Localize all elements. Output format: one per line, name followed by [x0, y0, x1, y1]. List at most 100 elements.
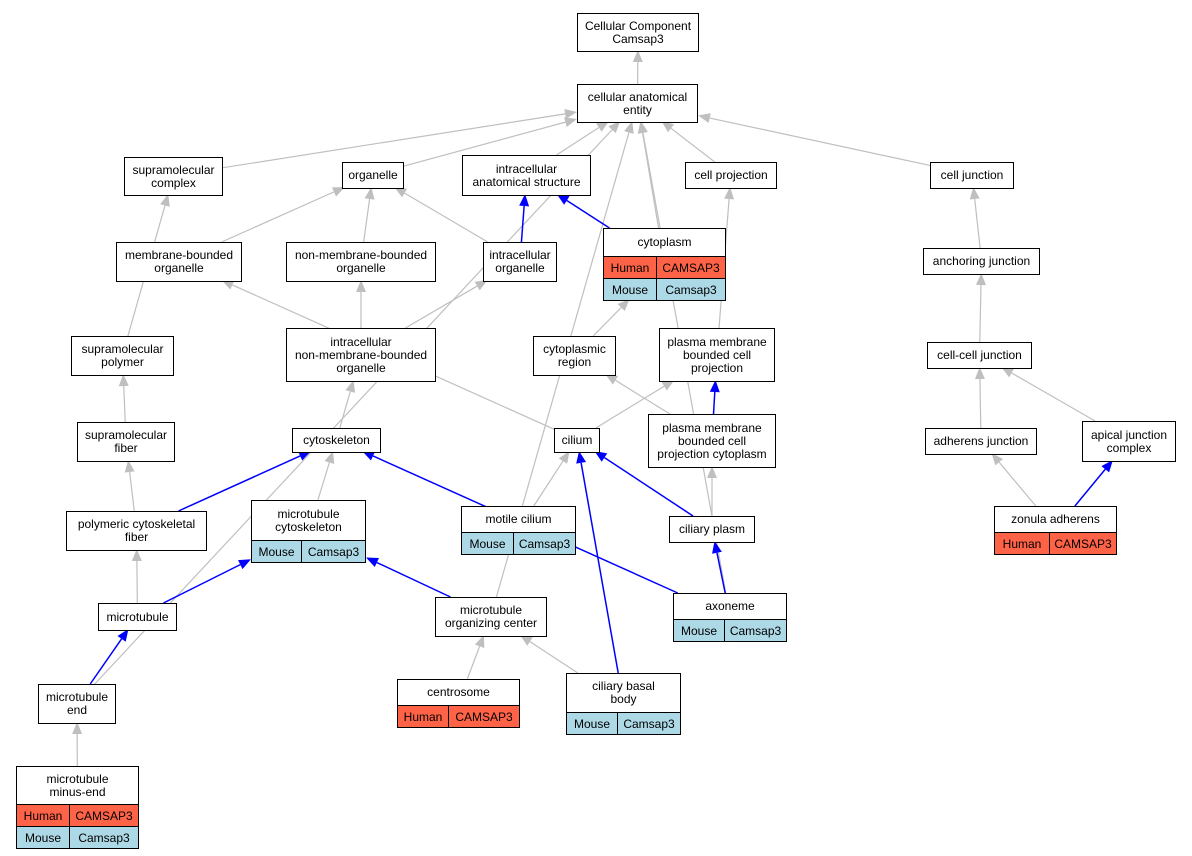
mouse-species-label: Mouse — [462, 533, 514, 554]
arrowhead-icon — [564, 117, 577, 127]
node-label: axoneme — [705, 599, 755, 613]
edge-organelle-to-cae — [403, 121, 566, 167]
mouse-gene-symbol: Camsap3 — [665, 282, 717, 297]
node-cc-junction: cell-cell junction — [927, 342, 1032, 369]
node-label: ciliary basal body — [592, 679, 655, 706]
edge-apical-to-cc_junction — [1011, 372, 1096, 422]
node-label: plasma membrane bounded cell projection … — [657, 420, 767, 461]
arrowhead-icon — [991, 453, 1004, 466]
edge-mt_cyto-to-cytoskeleton — [317, 462, 331, 501]
node-label: intracellular anatomical structure — [472, 161, 581, 189]
arrowhead-icon — [131, 549, 142, 562]
node-label: apical junction complex — [1090, 427, 1168, 455]
arrowhead-icon — [324, 451, 335, 464]
arrowhead-icon — [364, 187, 375, 200]
mouse-species-label: Mouse — [252, 541, 302, 562]
arrowhead-icon — [707, 466, 717, 478]
node-supra-complex: supramolecular complex — [124, 157, 223, 196]
arrowhead-icon — [298, 451, 312, 461]
arrowhead-icon — [1101, 460, 1113, 473]
node-apical: apical junction complex — [1082, 421, 1176, 462]
node-label: supramolecular polymer — [81, 342, 164, 369]
arrowhead-icon — [698, 113, 711, 123]
arrowhead-icon — [576, 451, 587, 464]
node-label: zonula adherens — [1011, 512, 1100, 526]
node-label: supramolecular complex — [132, 162, 215, 190]
node-mt-end: microtubule end — [38, 684, 116, 724]
edge-mt_end-to-microtubule — [89, 638, 123, 685]
node-cytoskeleton: cytoskeleton — [292, 428, 381, 453]
arrowhead-icon — [331, 187, 345, 197]
edge-mbo-to-organelle — [221, 191, 335, 243]
arrowhead-icon — [394, 187, 408, 198]
human-gene-row: Human CAMSAP3 — [995, 532, 1116, 554]
arrowhead-icon — [724, 187, 735, 200]
mouse-species-label: Mouse — [567, 713, 618, 734]
human-gene-symbol: CAMSAP3 — [1054, 536, 1112, 551]
arrowhead-icon — [474, 635, 485, 648]
node-cc-camsap3: Cellular Component Camsap3 — [577, 13, 699, 52]
node-label: cytoskeleton — [303, 433, 370, 447]
arrowhead-icon — [362, 451, 376, 461]
mouse-gene-symbol: Camsap3 — [518, 536, 571, 551]
arrowhead-icon — [1001, 367, 1015, 378]
edge-cytoskeleton-to-ic_nmbo — [339, 391, 351, 429]
edge-nmbo-to-organelle — [363, 198, 371, 243]
edge-microtubule-to-mt_cyto — [163, 563, 241, 604]
edge-cell_junction-to-cae — [709, 117, 931, 167]
arrowhead-icon — [564, 108, 577, 119]
arrowhead-icon — [474, 280, 488, 291]
arrowhead-icon — [638, 121, 648, 134]
edge-pmbcpc-to-pmbcp — [712, 391, 716, 415]
edge-mtoc-to-mt_cyto — [376, 561, 451, 598]
edge-anch_junction-to-cell_junction — [974, 198, 981, 249]
node-label: microtubule end — [45, 690, 109, 717]
node-ias: intracellular anatomical structure — [462, 155, 591, 196]
node-label: microtubule minus-end — [46, 771, 109, 799]
edge-ias-to-cae — [556, 127, 600, 156]
mouse-gene-symbol: Camsap3 — [623, 716, 675, 731]
node-label: intracellular non-membrane-bounded organ… — [294, 334, 428, 375]
mouse-gene-symbol: Camsap3 — [729, 623, 782, 638]
node-ic-org: intracellular organelle — [483, 242, 557, 282]
arrowhead-icon — [345, 380, 356, 393]
node-label: anchoring junction — [932, 254, 1031, 268]
arrowhead-icon — [519, 635, 533, 646]
node-label: cytoplasm — [637, 235, 692, 249]
node-adherens: adherens junction — [925, 428, 1037, 455]
edge-mt_end-to-cae — [94, 129, 613, 685]
human-species-label: Human — [995, 533, 1050, 554]
human-gene-symbol: CAMSAP3 — [455, 709, 513, 724]
arrowhead-icon — [596, 121, 609, 132]
node-cell-junction: cell junction — [930, 162, 1014, 189]
arrowhead-icon — [366, 557, 379, 568]
mouse-gene-row: Mouse Camsap3 — [567, 712, 680, 734]
node-label: membrane-bounded organelle — [124, 248, 234, 275]
edge-motile-to-cilium — [533, 460, 564, 507]
node-organelle: organelle — [342, 162, 404, 189]
node-label: intracellular organelle — [489, 248, 551, 275]
arrowhead-icon — [72, 722, 83, 735]
edge-poly_fiber-to-supra_fiber — [129, 471, 135, 512]
node-label: cell junction — [940, 168, 1004, 182]
arrowhead-icon — [605, 374, 619, 385]
node-anch-junction: anchoring junction — [923, 248, 1040, 275]
arrowhead-icon — [356, 280, 366, 292]
mouse-species-label: Mouse — [604, 279, 657, 300]
node-nmbo: non-membrane-bounded organelle — [286, 242, 436, 282]
node-supra-fiber: supramolecular fiber — [77, 422, 175, 462]
node-label: organelle — [348, 168, 398, 182]
edge-cc_junction-to-anch_junction — [979, 284, 982, 343]
arrowhead-icon — [969, 187, 980, 200]
node-label: cytoplasmic region — [543, 342, 606, 369]
node-supra-polymer: supramolecular polymer — [71, 336, 174, 376]
node-label: cellular anatomical entity — [587, 89, 688, 117]
